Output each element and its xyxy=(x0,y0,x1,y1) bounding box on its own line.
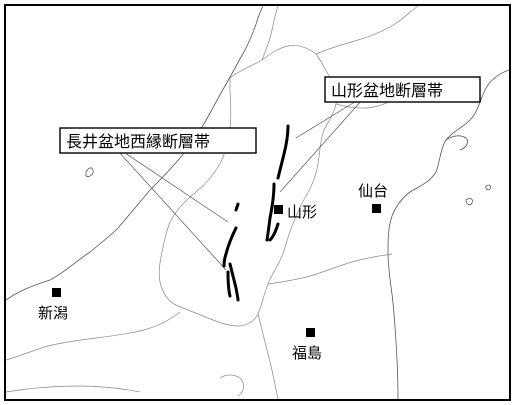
city-label-niigata: 新潟 xyxy=(38,304,68,322)
fault-traces xyxy=(222,124,290,302)
coastlines xyxy=(5,5,510,400)
northern-boundary xyxy=(261,5,279,61)
pacific-coast xyxy=(387,69,510,400)
nagai-fault-north xyxy=(222,226,238,268)
city-label-sendai: 仙台 xyxy=(358,182,388,200)
yamagata-fault-south xyxy=(265,182,276,242)
city-marker-niigata xyxy=(52,288,61,297)
inland-boundary-south xyxy=(219,374,244,397)
city-label-yamagata: 山形 xyxy=(287,203,317,221)
leader-yamagata-1 xyxy=(295,99,359,139)
label-text-yamagata-basin: 山形盆地断層帯 xyxy=(331,81,443,100)
city-fukushima: 福島 xyxy=(292,328,322,362)
city-marker-sendai xyxy=(372,204,381,213)
northeast-boundary xyxy=(315,5,419,55)
islet-east-2 xyxy=(485,184,492,191)
leader-lines xyxy=(117,99,363,271)
label-nagai-basin-west-fault-zone: 長井盆地西縁断層帯 xyxy=(59,127,257,154)
prefecture-boundaries xyxy=(5,5,479,400)
leader-nagai-2 xyxy=(117,150,227,271)
peninsula xyxy=(445,135,468,151)
sea-of-japan-coast xyxy=(5,5,264,301)
city-sendai: 仙台 xyxy=(358,182,388,213)
city-marker-yamagata xyxy=(274,205,283,214)
city-yamagata: 山形 xyxy=(274,203,317,221)
yamagata-fault-north xyxy=(276,124,290,180)
islet xyxy=(85,167,94,177)
city-marker-fukushima xyxy=(306,328,315,337)
map-frame xyxy=(4,4,511,401)
label-box-nagai-basin-west xyxy=(59,127,257,154)
nagai-fault-dot xyxy=(234,202,240,212)
nagai-fault-south xyxy=(228,262,240,302)
label-yamagata-basin-fault-zone: 山形盆地断層帯 xyxy=(324,76,481,103)
label-text-nagai-basin-west: 長井盆地西縁断層帯 xyxy=(66,132,210,151)
leader-yamagata-2 xyxy=(279,99,363,193)
leader-nagai-1 xyxy=(121,150,229,223)
fukushima-miyagi-boundary xyxy=(267,253,393,285)
inland-boundary-sw xyxy=(5,385,141,393)
label-box-yamagata-basin xyxy=(324,76,481,103)
nagai-fault-short xyxy=(226,270,232,298)
city-label-fukushima: 福島 xyxy=(292,344,322,362)
yamagata-fault-short xyxy=(268,222,280,242)
yamagata-boundary xyxy=(158,45,338,327)
city-niigata: 新潟 xyxy=(38,288,68,322)
islet-east xyxy=(465,198,473,206)
fukushima-south-boundary xyxy=(257,313,279,400)
niigata-fukushima-boundary xyxy=(5,311,181,361)
